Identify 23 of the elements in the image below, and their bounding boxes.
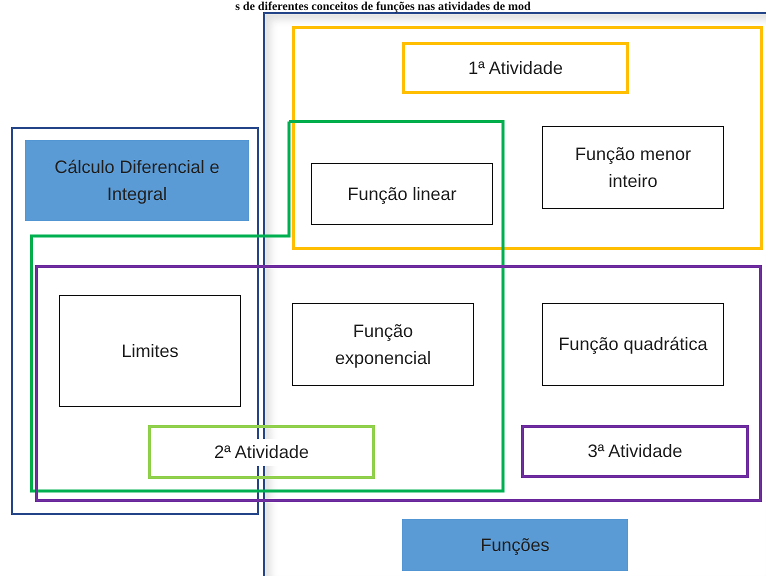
node-label: Função linear xyxy=(346,182,458,206)
concept-box xyxy=(292,303,474,386)
node-label: Cálculo Diferencial e Integral xyxy=(53,156,221,206)
concept-box xyxy=(311,163,493,225)
activity-box xyxy=(148,425,375,479)
node-label: Limites xyxy=(120,340,180,362)
concept-box xyxy=(542,303,724,386)
heading-box xyxy=(25,140,249,221)
region-frame xyxy=(292,26,763,250)
node-label: Funções xyxy=(479,534,551,557)
node-label: Função quadrática xyxy=(557,333,709,356)
region-frame xyxy=(35,265,762,502)
activity-box xyxy=(402,42,629,94)
concept-box xyxy=(59,295,241,407)
concept-box xyxy=(542,126,724,209)
node-label: 3ª Atividade xyxy=(586,440,684,463)
activity-box xyxy=(521,425,749,478)
node-label: Função exponencial xyxy=(334,320,432,370)
region-frame xyxy=(30,120,505,493)
heading-box xyxy=(402,519,628,571)
node-label: Função menor inteiro xyxy=(574,142,692,192)
node-label: 1ª Atividade xyxy=(467,56,564,80)
caption-text: s de diferentes conceitos de funções nas atividades de mod xyxy=(234,0,532,12)
